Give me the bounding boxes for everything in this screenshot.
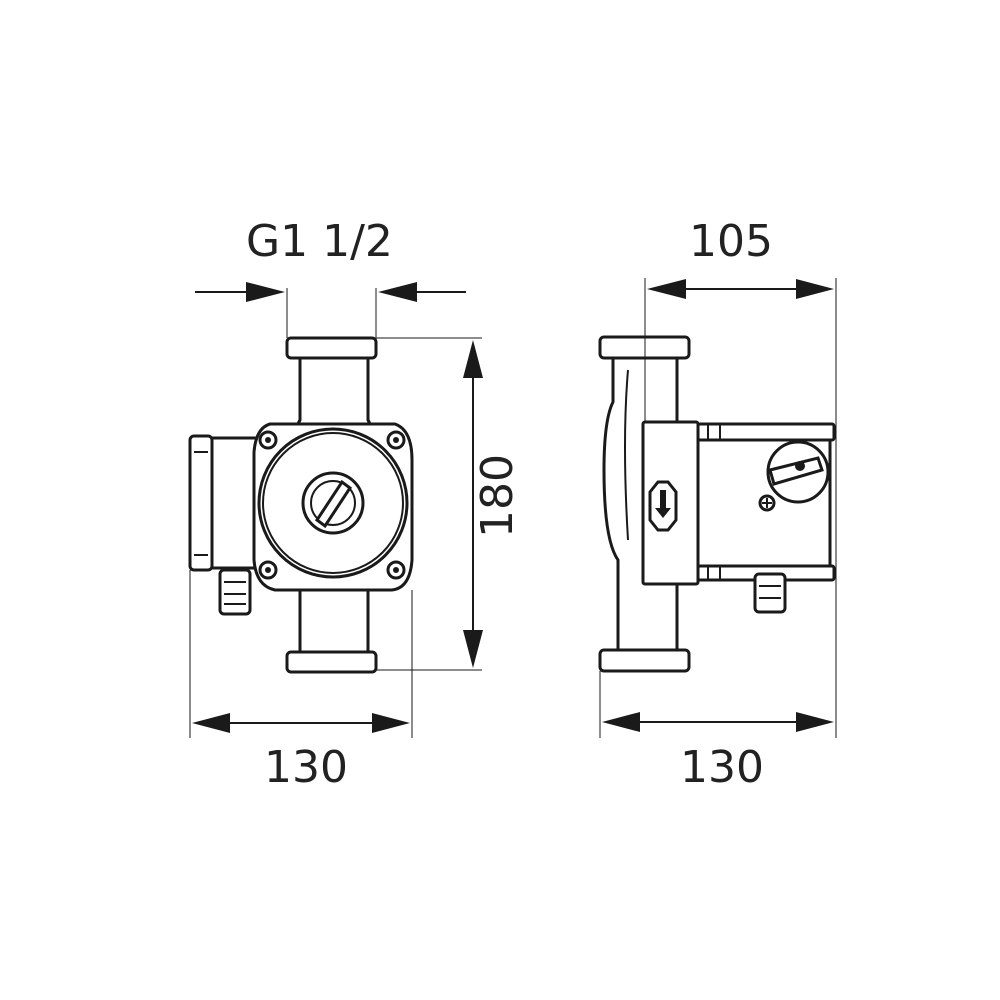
arrow-right-icon xyxy=(796,279,834,299)
arrow-left-icon xyxy=(378,282,417,302)
arrow-down-icon xyxy=(463,630,483,668)
front-bottom-flange xyxy=(285,650,378,674)
side-bottom-flange xyxy=(598,648,691,673)
side-view xyxy=(598,335,836,673)
front-cable-gland xyxy=(218,568,252,616)
front-width-label: 130 xyxy=(264,742,348,793)
side-cable-gland xyxy=(753,572,787,614)
arrow-left-icon xyxy=(602,712,640,732)
arrow-left-icon xyxy=(192,713,230,733)
front-top-flange xyxy=(285,336,378,360)
arrow-right-icon xyxy=(246,282,285,302)
front-terminal-lid xyxy=(188,434,214,572)
arrow-up-icon xyxy=(463,340,483,378)
side-width-label: 130 xyxy=(680,742,764,793)
dimension-lines xyxy=(189,278,837,738)
side-motor-top-fin xyxy=(696,422,836,442)
arrow-left-icon xyxy=(647,279,686,299)
front-view xyxy=(188,336,414,674)
thread-size-label: G1 1/2 xyxy=(246,216,393,267)
port-to-port-label: 180 xyxy=(472,454,523,538)
arrow-right-icon xyxy=(796,712,834,732)
arrow-right-icon xyxy=(372,713,410,733)
side-depth-label: 105 xyxy=(689,216,773,267)
